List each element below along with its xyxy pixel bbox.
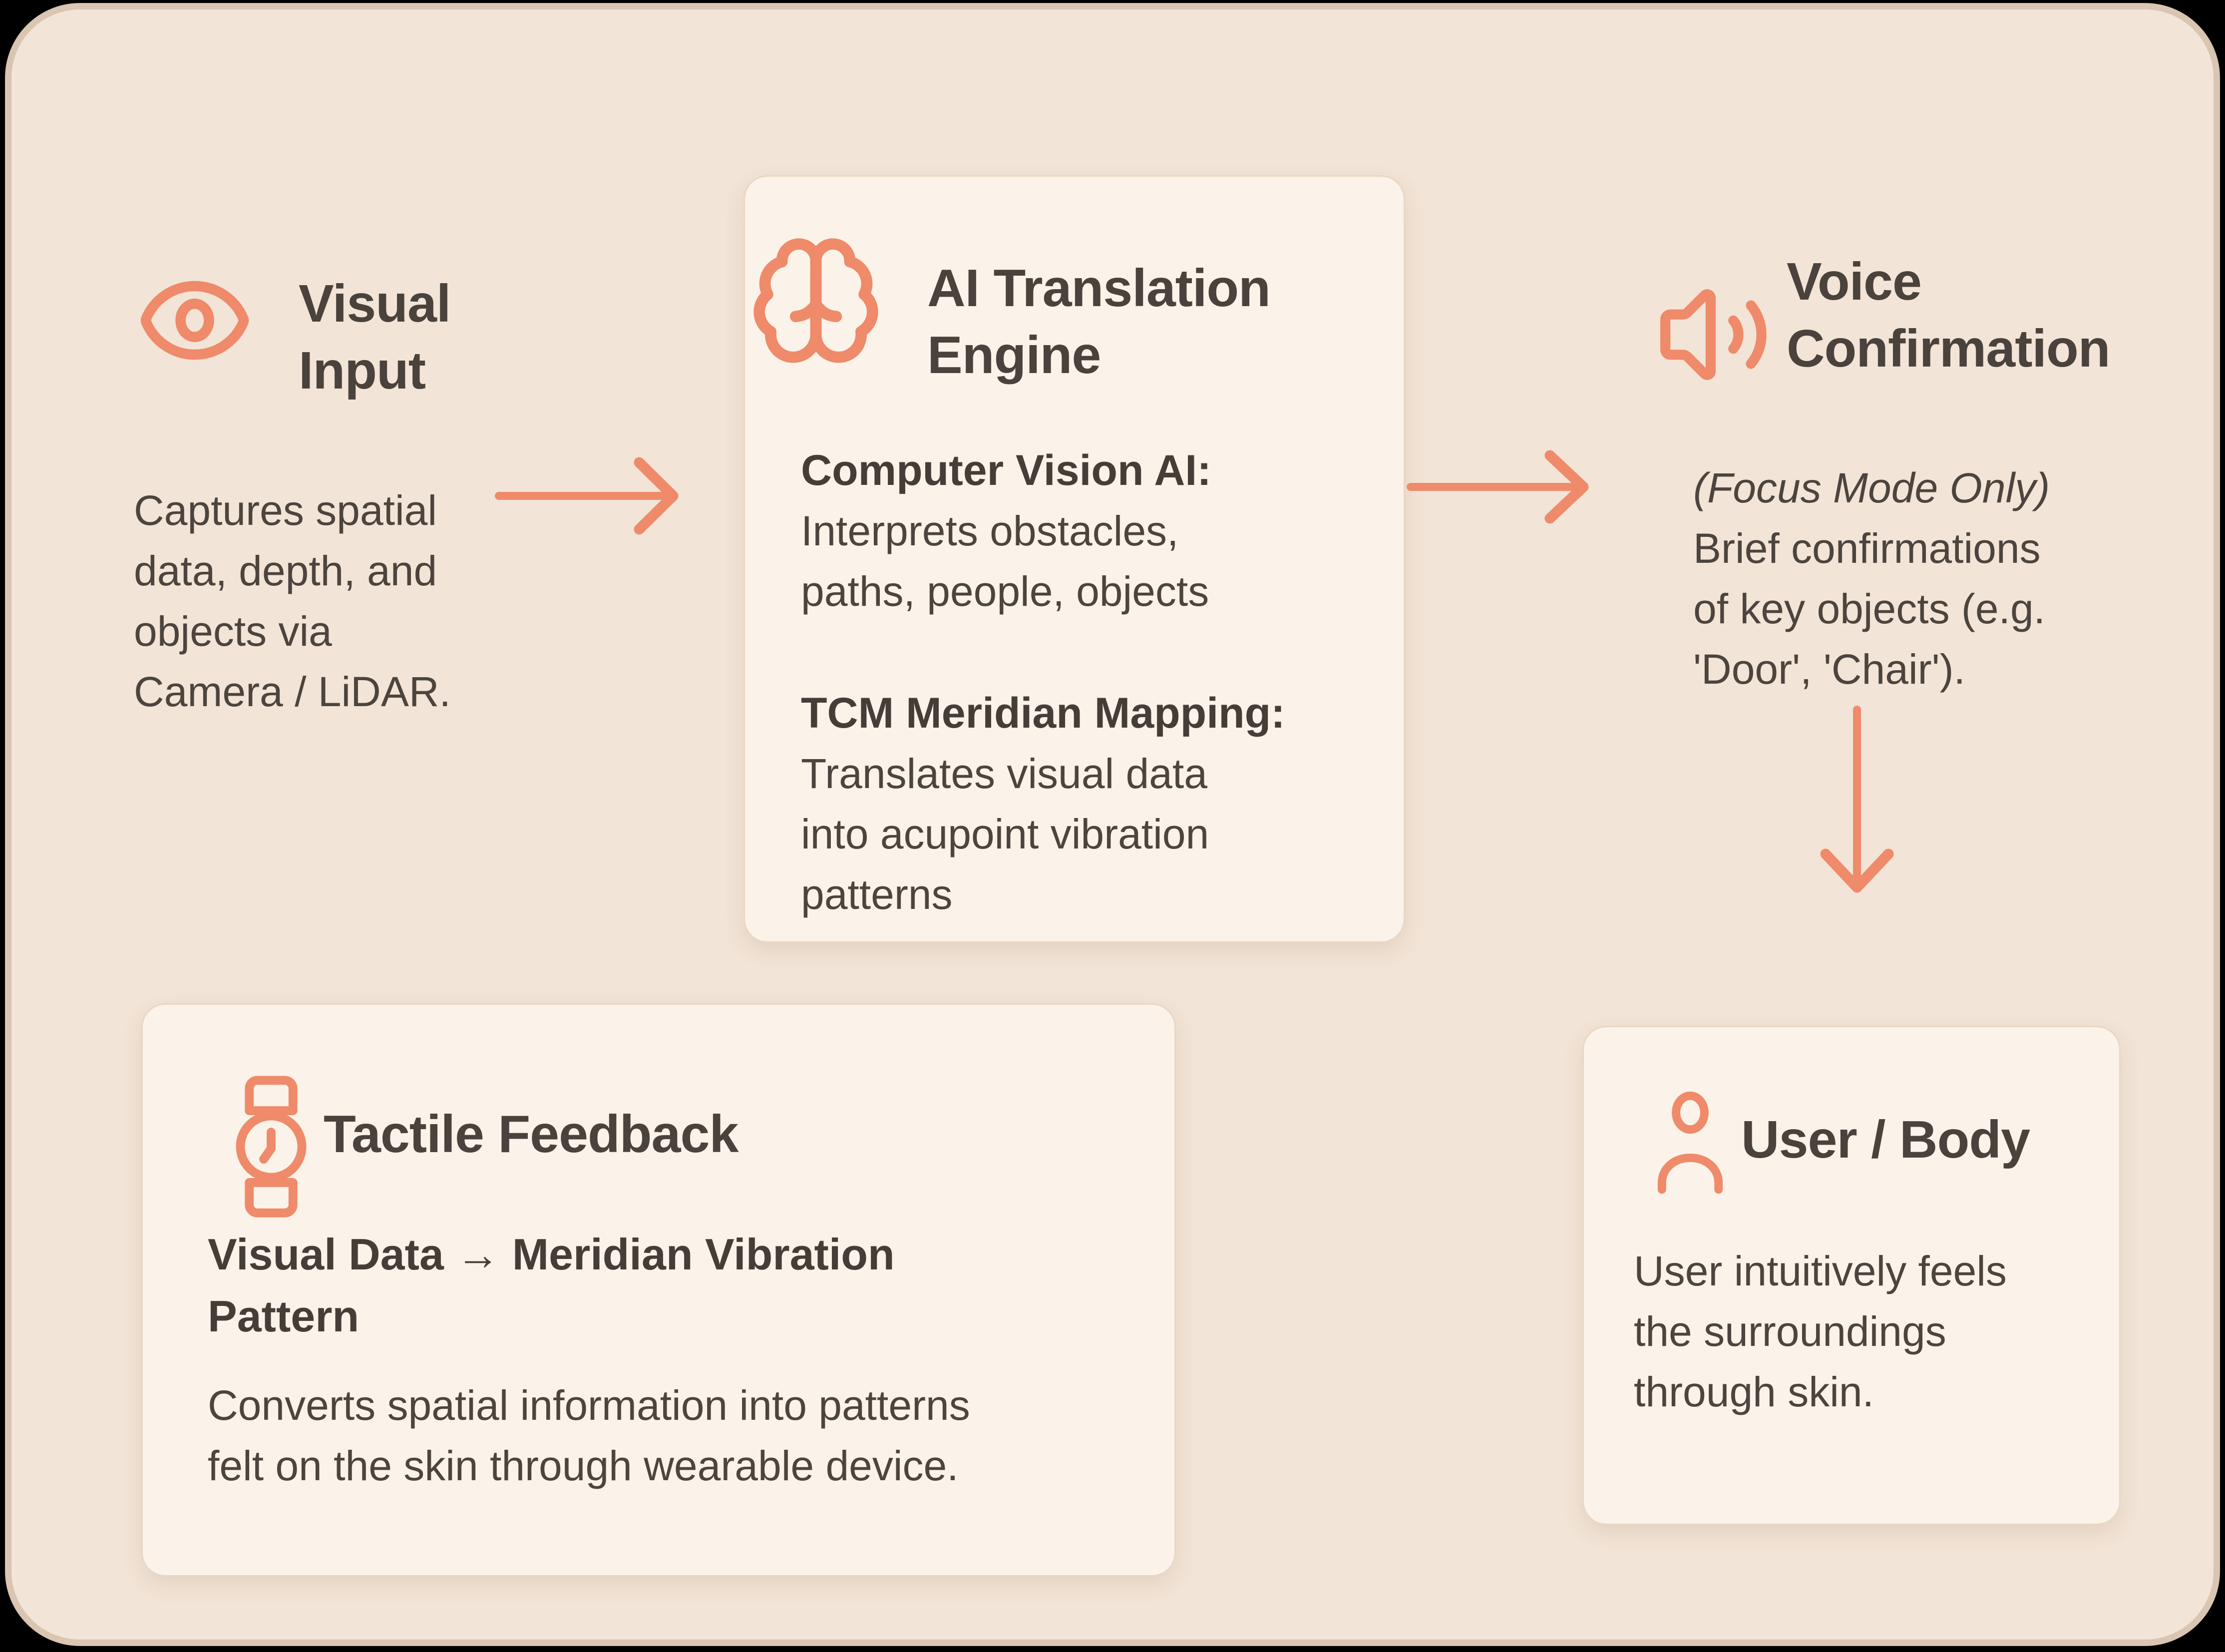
text-line: paths, people, objects: [801, 568, 1209, 615]
brain-icon: [753, 238, 878, 363]
text-line: objects via: [134, 608, 332, 655]
arrow-right-icon: [495, 457, 679, 535]
computer-vision-block: Computer Vision AI: Interprets obstacles…: [801, 440, 1211, 622]
text-line: felt on the skin through wearable device…: [208, 1442, 959, 1489]
person-icon: [1657, 1091, 1723, 1194]
text-line: 'Door', 'Chair').: [1693, 646, 1965, 693]
tcm-meridian-block: TCM Meridian Mapping: Translates visual …: [801, 683, 1285, 925]
text-line: data, depth, and: [134, 547, 437, 594]
text-line: Interprets obstacles,: [801, 507, 1179, 554]
arrow-down-icon: [1820, 706, 1894, 893]
eye-icon: [140, 281, 249, 360]
tactile-feedback-card: Tactile Feedback Visual Data → Meridian …: [141, 1003, 1176, 1577]
user-body-card: User / Body User intuitively feels the s…: [1582, 1026, 2121, 1525]
text-line: AI Translation: [927, 259, 1271, 318]
ai-translation-engine-card: AI Translation Engine Computer Vision AI…: [743, 175, 1405, 943]
voice-confirmation-title: Voice Confirmation: [1787, 248, 2110, 382]
speaker-icon: [1660, 289, 1767, 380]
text-line: Captures spatial: [134, 487, 437, 534]
text-line: patterns: [801, 871, 953, 918]
arrow-right-icon: [1407, 450, 1589, 524]
tactile-feedback-description: Converts spatial information into patter…: [208, 1375, 970, 1496]
text-line: the surroundings: [1634, 1308, 1946, 1355]
tactile-feedback-label: Visual Data → Meridian Vibration Pattern: [208, 1224, 895, 1347]
text-line: Pattern: [208, 1291, 360, 1341]
tactile-feedback-title: Tactile Feedback: [324, 1101, 739, 1168]
user-body-description: User intuitively feels the surroundings …: [1634, 1241, 2007, 1422]
text-line: Input: [299, 341, 426, 400]
text-line: into acupoint vibration: [801, 811, 1209, 857]
text-line: Visual Data → Meridian Vibration: [208, 1230, 895, 1279]
text-line: Voice: [1787, 252, 1922, 311]
user-body-title: User / Body: [1741, 1106, 2030, 1173]
voice-confirmation-description: (Focus Mode Only) Brief confirmations of…: [1693, 458, 2050, 700]
text-line: Engine: [927, 326, 1101, 385]
text-line: Tactile Feedback: [324, 1105, 739, 1164]
text-line: Brief confirmations: [1693, 525, 2041, 572]
text-line: through skin.: [1634, 1368, 1874, 1415]
visual-input-description: Captures spatial data, depth, and object…: [134, 480, 451, 722]
text-line: Converts spatial information into patter…: [208, 1382, 970, 1429]
visual-input-title: Visual Input: [299, 270, 451, 404]
text-line: Visual: [299, 274, 451, 333]
ai-engine-title: AI Translation Engine: [927, 255, 1271, 389]
text-line: Translates visual data: [801, 750, 1207, 797]
watch-icon: [236, 1076, 307, 1218]
block-label: TCM Meridian Mapping:: [801, 689, 1285, 737]
text-line: of key objects (e.g.: [1693, 585, 2046, 632]
text-line: Camera / LiDAR.: [134, 668, 451, 715]
diagram-canvas: Visual Input Captures spatial data, dept…: [5, 3, 2220, 1646]
block-label: Computer Vision AI:: [801, 446, 1211, 494]
text-line: User / Body: [1741, 1110, 2030, 1169]
text-line: Confirmation: [1787, 319, 2110, 378]
text-line: User intuitively feels: [1634, 1247, 2007, 1294]
focus-mode-note: (Focus Mode Only): [1693, 464, 2050, 511]
